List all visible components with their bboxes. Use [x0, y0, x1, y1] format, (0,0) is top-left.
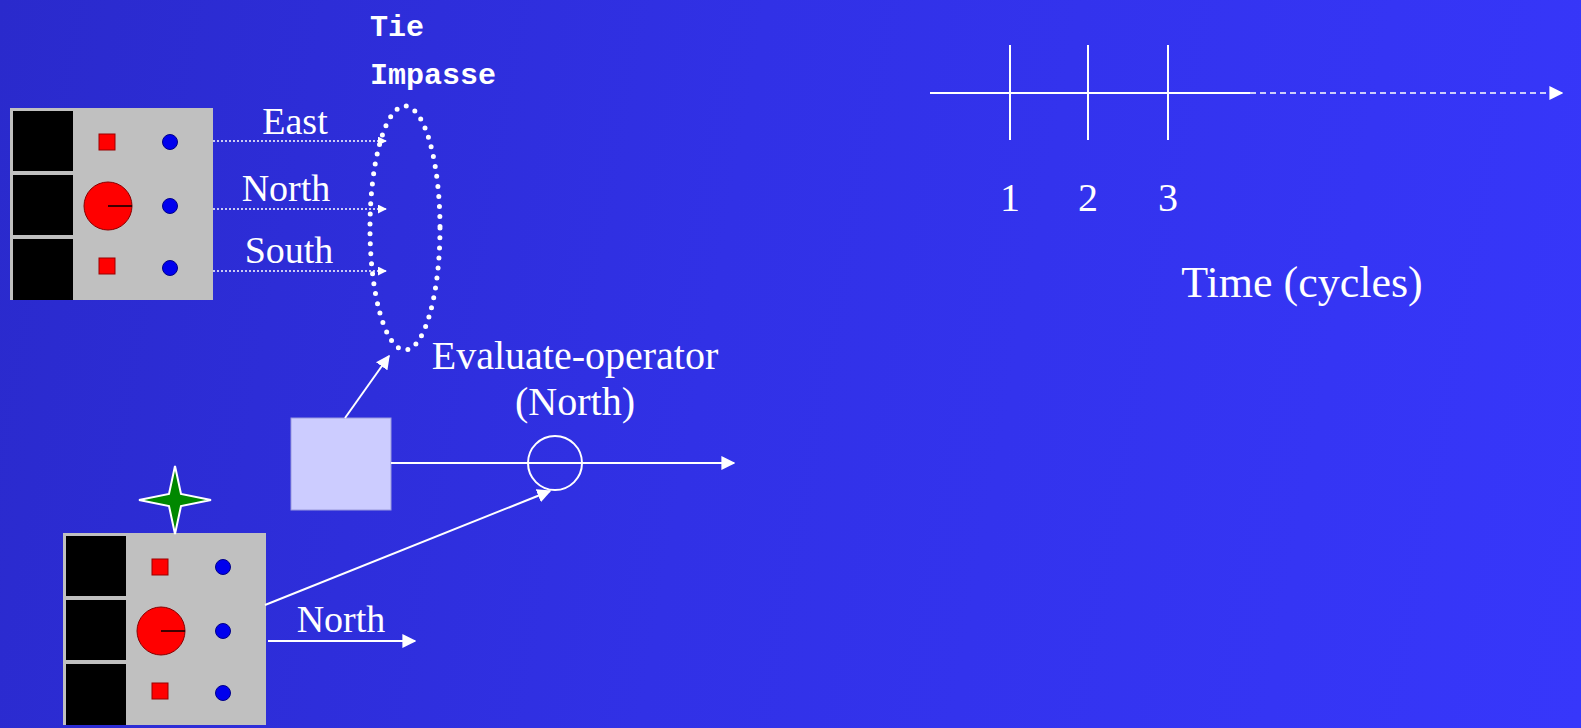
tick-number: 3: [1158, 178, 1178, 218]
arrow: [268, 640, 415, 642]
state-panel: [63, 533, 266, 725]
dotted-arrow: [213, 140, 386, 142]
node-text: Evaluate-operator (North): [410, 333, 740, 425]
cycle-tick: [1167, 45, 1169, 140]
axis-title: Time (cycles): [1181, 261, 1423, 305]
dotted-arrow: [213, 208, 386, 210]
tick-number: 2: [1078, 178, 1098, 218]
operator-label: North: [297, 600, 386, 638]
impasse-ellipse: Tie Impasse: [360, 0, 510, 355]
dotted-ellipse: [370, 106, 440, 350]
operator-label: East: [262, 102, 327, 140]
arrow: [345, 356, 389, 418]
shape-outline: [360, 0, 510, 355]
cycle-tick: [1087, 45, 1089, 140]
operator-label: North: [242, 169, 331, 207]
cycle-tick: [1009, 45, 1011, 140]
substate-box: [291, 418, 391, 510]
operator-circle: [528, 436, 582, 490]
operator-circle: Evaluate-operator (North): [410, 333, 740, 503]
timeline-axis: [930, 92, 1250, 94]
timeline-extension: [1250, 92, 1562, 94]
arrow: [265, 491, 550, 605]
node-text: Tie Impasse: [370, 0, 510, 100]
green-star: [139, 466, 211, 534]
tick-number: 1: [1000, 178, 1020, 218]
arrow: [391, 462, 734, 464]
dotted-arrow: [213, 270, 386, 272]
state-panel: [10, 108, 213, 300]
operator-label: South: [245, 231, 334, 269]
